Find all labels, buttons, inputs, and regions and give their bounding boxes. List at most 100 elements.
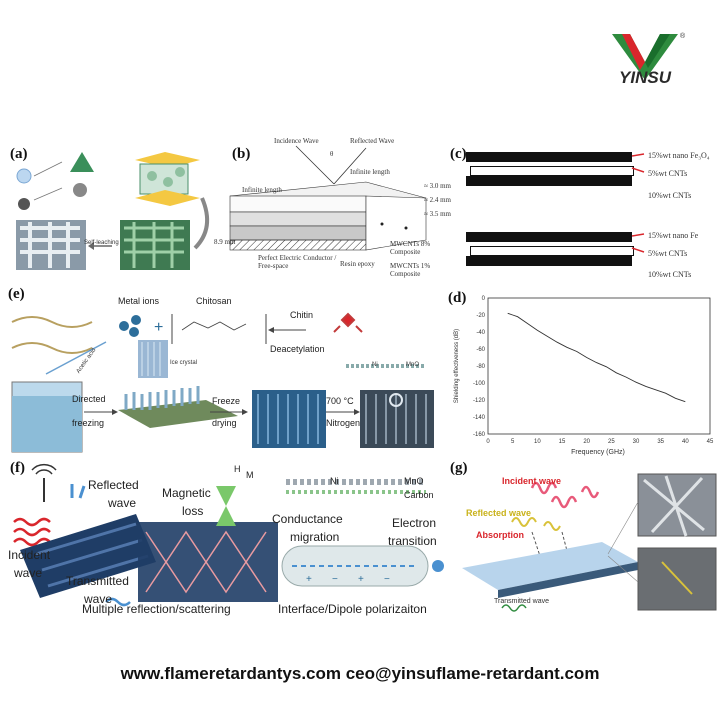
- mno-label-e: MnO: [406, 362, 420, 368]
- x-tick-label: 30: [633, 439, 640, 445]
- self-leaching-label: Self-leaching: [84, 240, 119, 246]
- mwcnt1-label: MWCNTs 1% Composite: [390, 262, 431, 278]
- panel-g-label: (g): [450, 460, 468, 476]
- x-tick-label: 25: [608, 439, 615, 445]
- x-tick-label: 40: [682, 439, 689, 445]
- panel-a-illustration: [16, 152, 210, 270]
- f-reflected-label: Reflected: [88, 478, 139, 492]
- incidence-wave-label: Incidence Wave: [274, 137, 319, 145]
- yinsu-logo-icon: ®: [612, 32, 686, 80]
- footer-contact: www.flameretardantys.com ceo@yinsuflame-…: [120, 664, 600, 683]
- f-wave1-label: wave: [108, 496, 137, 510]
- panel-c-label: (c): [450, 146, 467, 162]
- x-tick-label: 45: [707, 439, 714, 445]
- c-g1-l2: 5%wt CNTs: [648, 169, 688, 178]
- svg-text:+: +: [358, 574, 364, 585]
- x-tick-label: 35: [657, 439, 664, 445]
- chart-frame: [487, 297, 711, 435]
- c-g1-l1: 15%wt nano Fe₃O₄: [648, 151, 710, 160]
- infinite-length-left: Infinite length: [242, 186, 282, 194]
- c-g2-l1: 15%wt nano Fe: [648, 231, 699, 240]
- g-incident-label: Incident wave: [502, 476, 562, 486]
- shielding-series-line: [507, 312, 686, 403]
- chart-xlabel: Frequency (GHz): [571, 449, 625, 456]
- f-incident-label: Incident: [8, 548, 51, 562]
- registered-mark: ®: [680, 32, 686, 40]
- conductance-label: Conductance: [272, 512, 343, 526]
- drying-label: drying: [212, 418, 237, 428]
- theta-label: θ: [330, 150, 334, 158]
- multiple-reflection-label: Multiple reflection/scattering: [82, 602, 231, 616]
- x-tick-label: 10: [534, 439, 541, 445]
- directed-label: Directed: [72, 394, 106, 404]
- transition-label: transition: [388, 534, 437, 548]
- y-tick-label: -160: [473, 432, 486, 438]
- y-tick-label: -60: [476, 347, 485, 353]
- x-tick-label: 0: [486, 439, 490, 445]
- total-thickness: 8.9 mm: [214, 238, 236, 246]
- carbon-label: Carbon: [404, 490, 434, 500]
- g-reflected-label: Reflected wave: [466, 508, 532, 518]
- x-tick-label: 15: [559, 439, 566, 445]
- y-tick-label: -100: [473, 381, 486, 387]
- g-absorption-label: Absorption: [476, 530, 524, 540]
- mno-label-f: MnO: [404, 476, 424, 486]
- thickness-3: ≈ 3.5 mm: [424, 210, 451, 218]
- ni-label-f: Ni: [330, 476, 339, 486]
- panel-e-label: (e): [8, 286, 25, 302]
- freeze-label: Freeze: [212, 396, 241, 406]
- svg-text:+: +: [154, 319, 163, 336]
- y-tick-label: -20: [476, 313, 485, 319]
- y-tick-label: -140: [473, 415, 486, 421]
- metal-ions-label: Metal ions: [118, 296, 160, 306]
- layer-bar-5: [470, 246, 634, 256]
- c-g1-l3: 10%wt CNTs: [648, 191, 692, 200]
- temperature-label: 700 °C: [326, 396, 354, 406]
- h-label: H: [234, 464, 241, 474]
- chitin-label: Chitin: [290, 310, 314, 320]
- panel-b-illustration: [229, 145, 427, 251]
- layer-bar-2: [470, 166, 634, 176]
- y-tick-label: -40: [476, 330, 485, 336]
- interface-polarization-label: Interface/Dipole polarizaiton: [278, 602, 427, 616]
- g-transmitted-label: Transmitted wave: [494, 598, 549, 605]
- resin-label: Resin epoxy: [340, 260, 375, 268]
- migration-label: migration: [290, 530, 340, 544]
- magnetic-label: Magnetic: [162, 486, 211, 500]
- panel-c-arrows: [631, 153, 645, 253]
- f-transmitted-label: Transmitted: [66, 574, 129, 588]
- panel-e-illustration: +: [11, 312, 434, 453]
- x-tick-label: 5: [511, 439, 515, 445]
- svg-text:−: −: [384, 574, 390, 585]
- deacetylation-label: Deacetylation: [270, 344, 325, 354]
- y-tick-label: 0: [482, 296, 486, 302]
- panel-f-illustration: + − + −: [13, 463, 444, 607]
- reflected-wave-label: Reflected Wave: [350, 137, 395, 145]
- antenna-icon: [31, 463, 57, 502]
- thickness-1: ≈ 3.0 mm: [424, 182, 451, 190]
- c-g2-l3: 10%wt CNTs: [648, 270, 692, 279]
- ni-label-e: Ni: [372, 362, 378, 368]
- chart-ylabel: Shielding effectiveness (dB): [454, 329, 460, 403]
- panel-f-label: (f): [10, 460, 25, 476]
- f-wave3-label: wave: [84, 592, 113, 606]
- layer-bar-1: [466, 152, 632, 162]
- svg-text:+: +: [306, 574, 312, 585]
- nitrogen-label: Nitrogen: [326, 418, 361, 428]
- chitosan-label: Chitosan: [196, 296, 232, 306]
- svg-text:−: −: [332, 574, 338, 585]
- loss-label: loss: [182, 504, 204, 518]
- pec-label: Perfect Electric Conductor / Free-space: [258, 254, 337, 270]
- c-g2-l2: 5%wt CNTs: [648, 249, 688, 258]
- y-tick-label: -80: [476, 364, 485, 370]
- panel-a-label: (a): [10, 146, 28, 162]
- panel-b-label: (b): [232, 146, 251, 162]
- m-label: M: [246, 470, 254, 480]
- thickness-2: ≈ 2.4 mm: [424, 196, 451, 204]
- panel-g-illustration: [462, 473, 717, 612]
- f-wave2-label: wave: [14, 566, 43, 580]
- layer-bar-4: [466, 232, 632, 242]
- freezing-label: freezing: [72, 418, 105, 428]
- layer-bar-3: [466, 176, 632, 186]
